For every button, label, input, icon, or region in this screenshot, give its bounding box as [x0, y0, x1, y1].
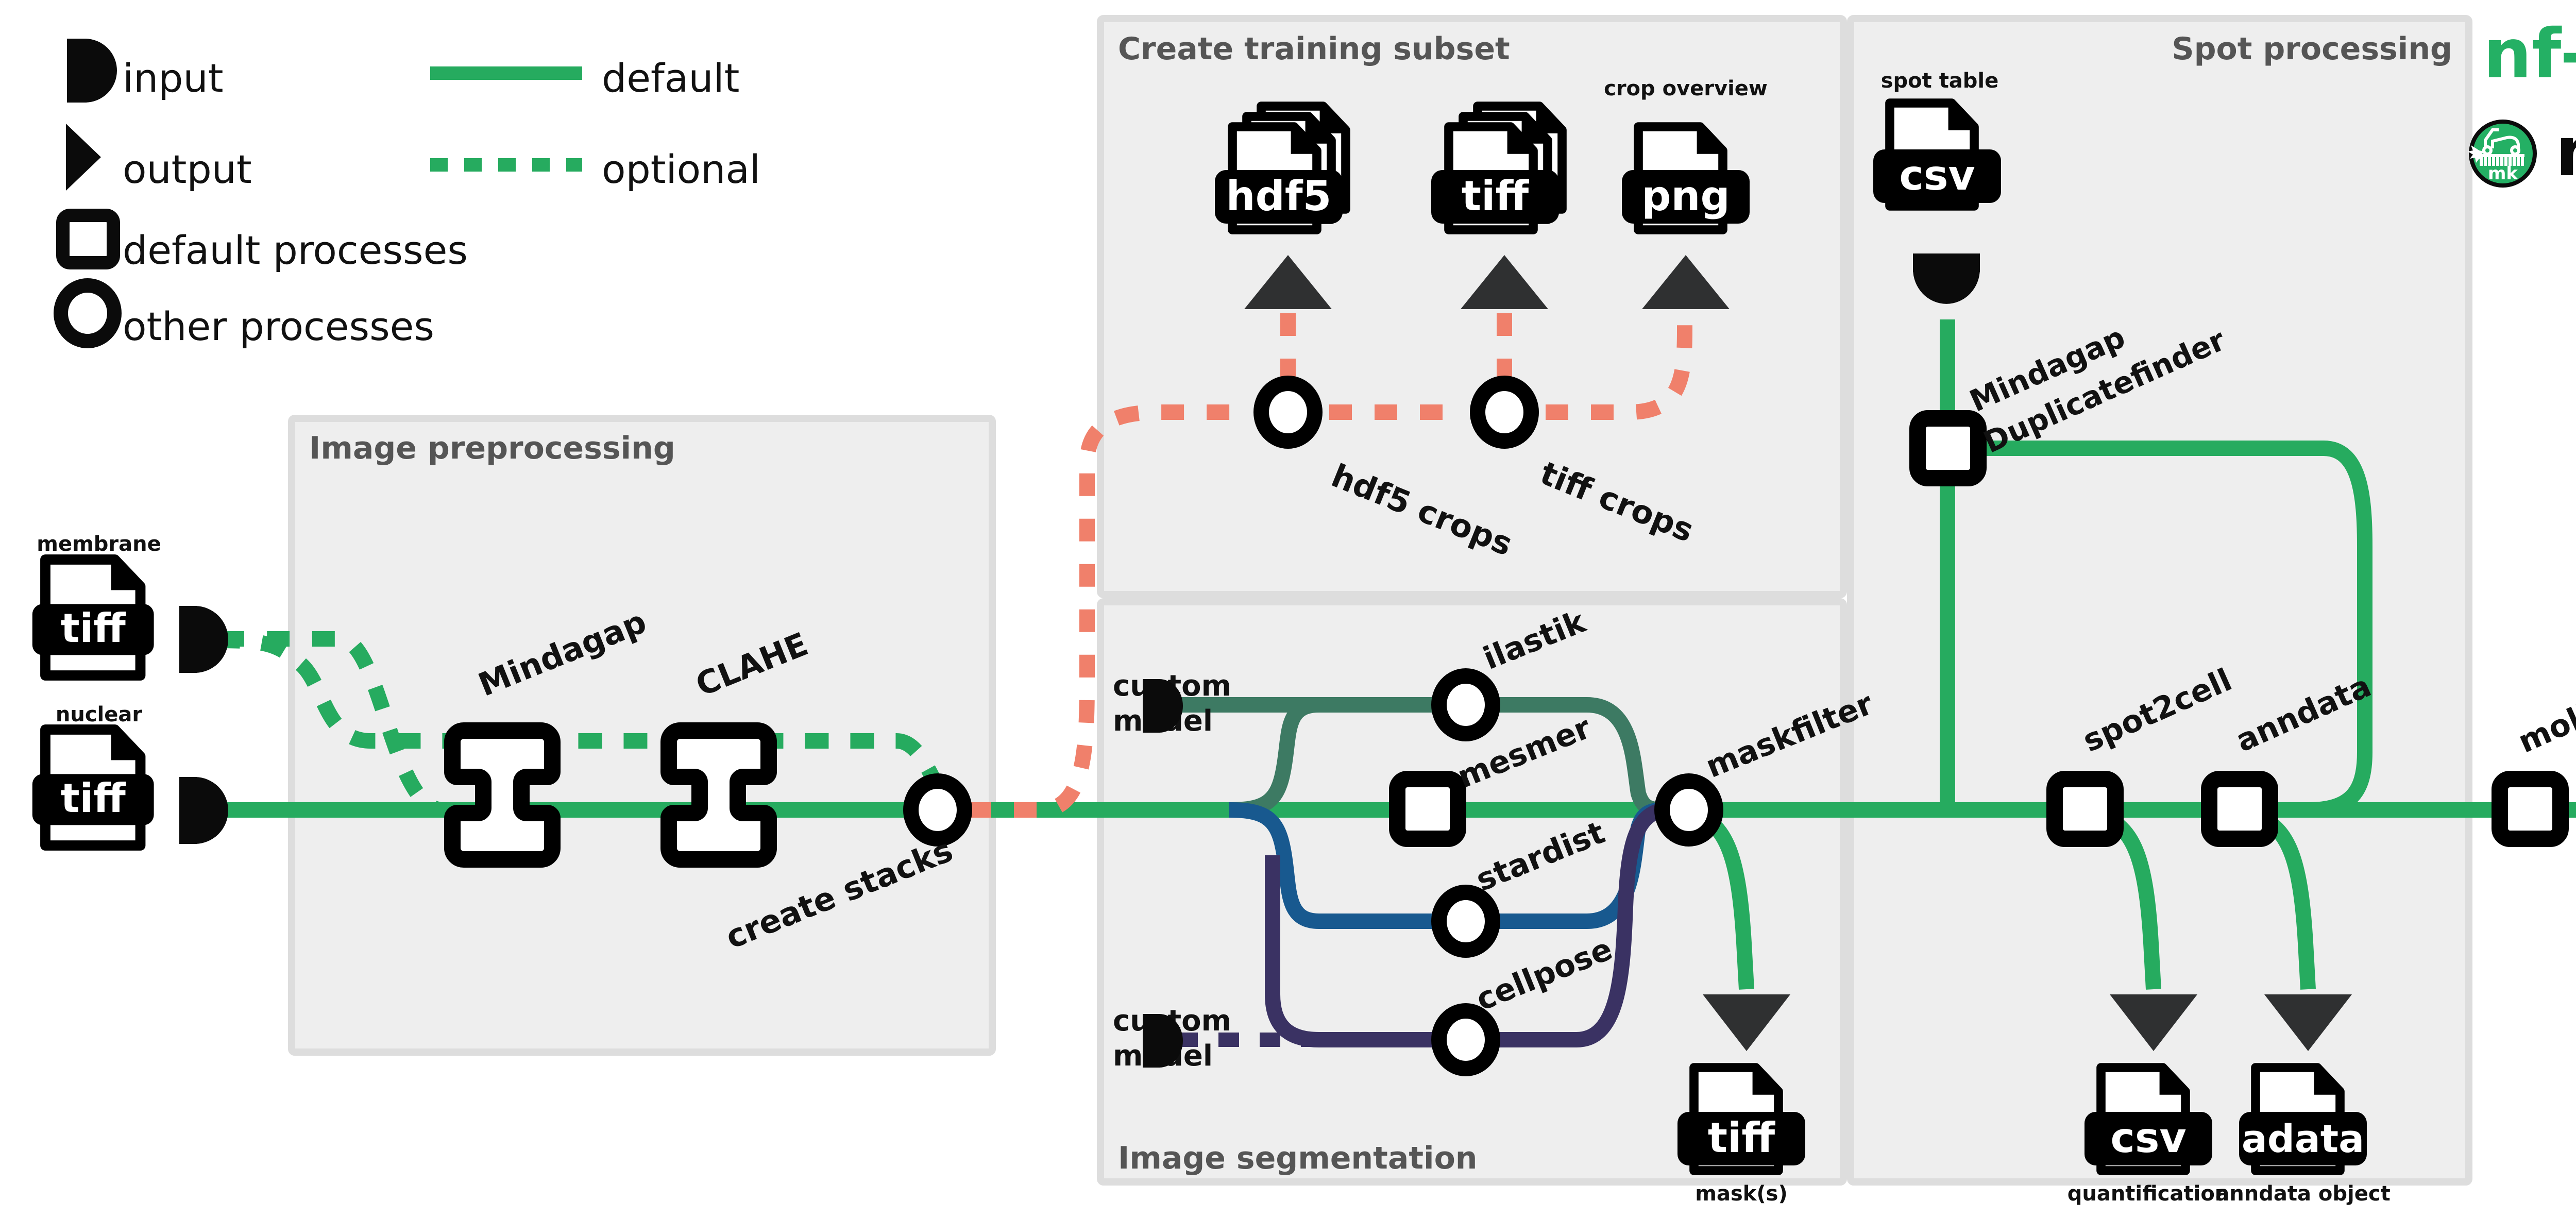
process-node-mesmer[interactable] — [1389, 771, 1466, 847]
caption-quantification: quantification — [2067, 1182, 2230, 1206]
legend-label-input: input — [123, 55, 224, 101]
mk-badge: mk — [2468, 120, 2537, 188]
file-ext-label: hdf5 — [1226, 172, 1332, 220]
lawnmower-icon — [2479, 128, 2524, 166]
output-arrow-png — [1642, 255, 1730, 309]
square-process-icon — [56, 209, 120, 269]
file-ext-label: tiff — [1462, 172, 1530, 220]
output-triangle-icon — [66, 124, 101, 191]
caption-crop-overview: crop overview — [1604, 77, 1768, 100]
panel-title-create-training-subset: Create training subset — [1118, 31, 1510, 67]
legend-label-other-processes: other processes — [123, 303, 434, 349]
process-node-cellpose[interactable] — [1431, 1003, 1500, 1076]
edge-cellpose-to-maskfilter — [1494, 802, 1666, 1047]
output-arrow-masks — [1703, 994, 1790, 1051]
legend-label-default-processes: default processes — [123, 227, 468, 273]
caption-membrane: membrane — [37, 532, 161, 556]
logo-name: molkart — [2555, 112, 2576, 192]
process-node-anndata[interactable] — [2201, 771, 2278, 847]
file-ext-label: csv — [1899, 151, 1975, 199]
file-ext-label: csv — [2110, 1114, 2186, 1162]
caption-nuclear: nuclear — [56, 703, 142, 726]
legend: input output default processes other pro… — [54, 39, 760, 349]
input-shape-icon — [67, 39, 117, 103]
panel-title-image-segmentation: Image segmentation — [1118, 1140, 1478, 1176]
output-arrow-tiff — [1461, 255, 1548, 309]
file-ext-label: tiff — [61, 605, 127, 652]
panel-title-spot-processing: Spot processing — [2172, 31, 2452, 67]
input-connector-custom-model-2 — [1143, 1014, 1183, 1068]
process-node-stardist[interactable] — [1431, 885, 1500, 958]
edge-mindagapdup-to-spot2cell — [1973, 441, 2372, 818]
caption-masks: mask(s) — [1695, 1182, 1787, 1206]
file-ext-label: adata — [2242, 1117, 2364, 1161]
logo-nf-core-molkart[interactable]: nf- core/ mk molkart — [2468, 13, 2576, 192]
input-connector-nuclear — [179, 777, 228, 844]
caption-anndata-object: anndata object — [2215, 1182, 2390, 1206]
output-arrow-hdf5 — [1244, 255, 1332, 309]
output-file-hdf5[interactable]: hdf5 — [1215, 104, 1349, 230]
logo-prefix: nf- — [2483, 14, 2576, 94]
mk-badge-label: mk — [2488, 163, 2518, 184]
edge-membrane-to-mindagap — [222, 631, 444, 818]
input-file-membrane[interactable]: tiff — [32, 557, 154, 675]
process-node-maskfilter[interactable] — [1654, 773, 1723, 847]
output-file-quantification[interactable]: csv — [2084, 1065, 2212, 1171]
file-ext-label: png — [1641, 172, 1730, 220]
file-ext-label: tiff — [61, 775, 127, 822]
process-node-ilastik[interactable] — [1431, 668, 1500, 741]
process-node-create-stacks[interactable] — [903, 773, 972, 847]
output-file-tiff-crops[interactable]: tiff — [1431, 104, 1565, 230]
output-file-png[interactable]: png — [1622, 124, 1750, 230]
process-node-spot2cell[interactable] — [2046, 771, 2124, 847]
circle-process-icon — [54, 278, 122, 348]
process-node-clahe[interactable] — [660, 722, 777, 868]
edge-branch-stardist — [1228, 802, 1437, 929]
panel-spot-processing: Spot processing — [1847, 15, 2472, 1186]
input-connector-custom-model-1 — [1143, 679, 1183, 733]
edge-membrane-route — [216, 633, 961, 817]
process-node-tiff-crops[interactable] — [1470, 376, 1539, 449]
input-connector-spot-table — [1913, 253, 1980, 304]
output-arrow-quantification — [2110, 994, 2197, 1051]
input-file-spot-table[interactable]: csv — [1873, 100, 2001, 206]
file-ext-label: tiff — [1708, 1114, 1776, 1162]
edge-tiffcrops-to-png — [1546, 258, 1692, 420]
input-connector-membrane — [179, 606, 228, 673]
process-node-molkartqc[interactable] — [2492, 771, 2569, 847]
process-label-molkartqc: molkartqc — [2513, 656, 2576, 760]
panel-title-image-preprocessing: Image preprocessing — [309, 430, 675, 466]
legend-label-optional-line: optional — [602, 146, 760, 192]
output-file-anndata-object[interactable]: adata — [2239, 1065, 2367, 1171]
input-file-nuclear[interactable]: tiff — [32, 727, 154, 845]
caption-spot-table: spot table — [1881, 69, 1999, 93]
process-node-mindagap-img[interactable] — [444, 722, 561, 868]
legend-label-output: output — [123, 146, 252, 192]
process-node-mindagap-duplicatefinder[interactable] — [1909, 410, 1987, 486]
process-node-hdf5-crops[interactable] — [1253, 376, 1323, 449]
output-file-masks[interactable]: tiff — [1677, 1065, 1805, 1171]
output-arrow-anndata-object — [2264, 994, 2352, 1051]
legend-label-default-line: default — [602, 55, 739, 101]
